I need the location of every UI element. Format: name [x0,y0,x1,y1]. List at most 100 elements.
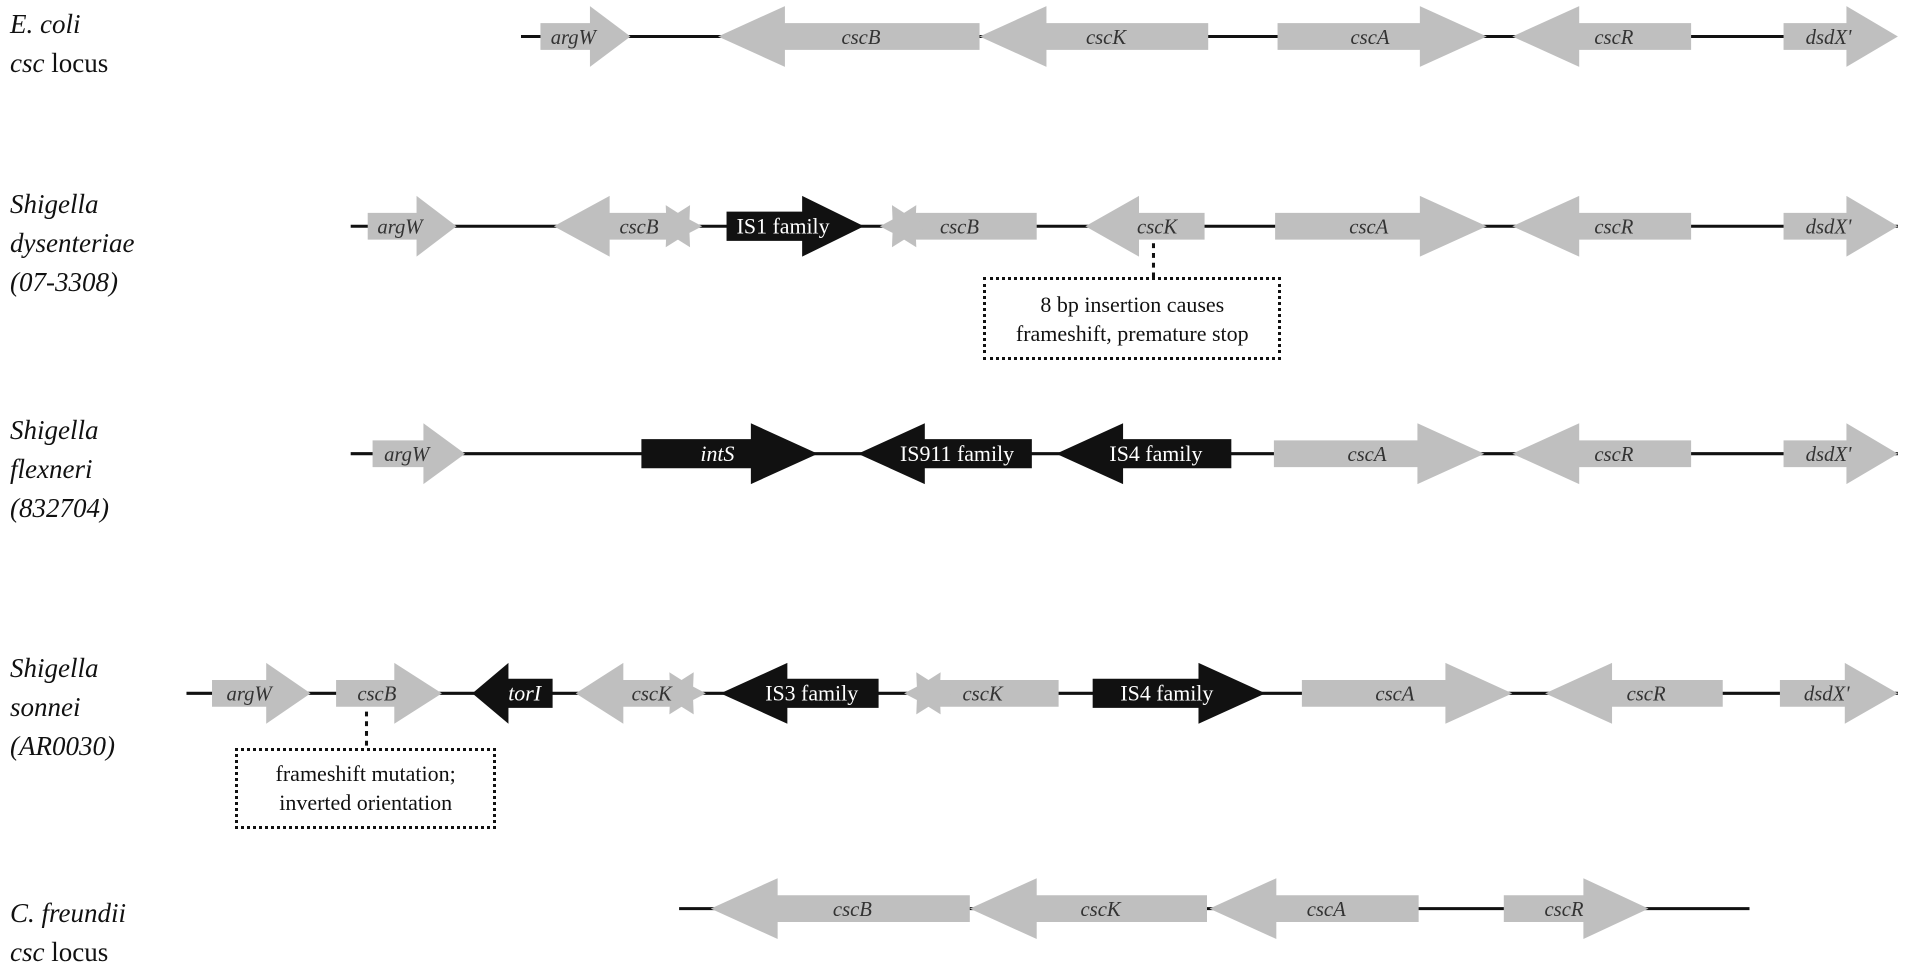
strain-label-line: csc locus [10,933,126,972]
gene-label: IS4 family [1109,441,1202,466]
gene-arrow [1512,6,1692,67]
gene-label: cscK [1080,899,1121,921]
gene-arrow [1209,878,1419,940]
mutation-callout: frameshift mutation;inverted orientation [234,748,497,829]
gene-csck: cscK [1085,195,1205,257]
gene-arrow [540,6,631,67]
gene-dsdx-: dsdX' [1783,423,1898,485]
strain-label-line: Shigella [10,649,115,688]
gene-cscb: cscB [718,6,980,67]
disruption-star-icon [904,672,953,715]
gene-label: cscR [1594,444,1633,466]
gene-cscr: cscR [1503,878,1649,940]
gene-label: argW [384,444,431,466]
gene-label: IS3 family [765,681,858,706]
gene-label: argW [551,27,598,49]
gene-argw: argW [367,195,457,257]
gene-label: cscB [940,217,979,239]
gene-csca: cscA [1273,423,1485,485]
label-text: E. coli [10,8,81,39]
gene-label: cscB [833,899,872,921]
gene-label: argW [227,684,274,706]
label-text: dysenteriae [10,227,135,258]
gene-arrow [1092,662,1266,724]
disruption-star-icon [653,205,703,248]
label-text: csc [10,937,45,968]
gene-arrow [857,423,1032,485]
gene-csck: cscK [969,878,1208,940]
gene-arrow [1056,423,1232,485]
gene-argw: argW [372,423,466,485]
strain-label-line: sonnei [10,688,115,727]
gene-label: dsdX' [1804,684,1850,706]
gene-arrow [1301,662,1513,724]
strain-label-line: Shigella [10,185,134,224]
gene-is4-family: IS4 family [1056,423,1232,485]
gene-label: cscK [632,684,673,706]
gene-arrow [1275,195,1487,257]
locus-row: cscB cscK cscA cscR [679,878,1750,940]
label-text: (832704) [10,493,109,524]
label-text: sonnei [10,691,81,722]
gene-label: cscR [1545,899,1584,921]
gene-arrow [1503,878,1649,940]
gene-label: cscA [1307,899,1346,921]
gene-arrow [372,423,466,485]
gene-label: dsdX' [1806,444,1852,466]
gene-label: cscA [1375,684,1414,706]
gene-label: torI [508,681,543,706]
gene-dsdx-: dsdX' [1779,662,1898,724]
gene-label: IS4 family [1120,681,1213,706]
gene-label: cscK [963,684,1004,706]
gene-label: cscK [1137,217,1178,239]
gene-arrow [1512,195,1692,257]
strain-label-line: dysenteriae [10,224,134,263]
label-text: (07-3308) [10,266,118,297]
gene-is4-family: IS4 family [1092,662,1266,724]
gene-argw: argW [212,662,311,724]
gene-label: cscR [1627,684,1666,706]
gene-arrow [710,878,970,940]
gene-label: cscA [1347,444,1386,466]
gene-csca: cscA [1275,195,1487,257]
gene-arrow [969,878,1208,940]
gene-label: cscB [619,217,658,239]
gene-label: cscK [1086,27,1127,49]
gene-arrow [1783,195,1898,257]
gene-arrow [553,195,678,257]
gene-cscb: cscB [710,878,970,940]
strain-label-line: C. freundii [10,894,126,933]
gene-label: intS [700,441,734,466]
gene-arrow [720,662,879,724]
gene-cscr: cscR [1545,662,1723,724]
gene-cscr: cscR [1512,423,1692,485]
gene-arrow [718,6,980,67]
gene-arrow [1783,6,1898,67]
gene-arrow [904,212,1037,240]
strain-label-line: (832704) [10,489,109,528]
gene-csca: cscA [1277,6,1487,67]
gene-arrow [1085,195,1205,257]
strain-label-line: E. coli [10,5,108,44]
gene-arrow [928,679,1059,707]
strain-label-line: (AR0030) [10,727,115,766]
gene-is1-family: IS1 family [726,195,864,257]
disruption-star-icon [657,672,706,715]
gene-label: dsdX' [1806,27,1852,49]
gene-label: cscA [1350,27,1389,49]
gene-csck: cscK [904,672,1059,715]
strain-label-line: Shigella [10,411,109,450]
label-text: locus [44,47,109,78]
gene-label: IS1 family [737,214,830,239]
gene-cscb: cscB [553,195,703,257]
gene-arrow [1779,662,1898,724]
gene-csck: cscK [979,6,1209,67]
